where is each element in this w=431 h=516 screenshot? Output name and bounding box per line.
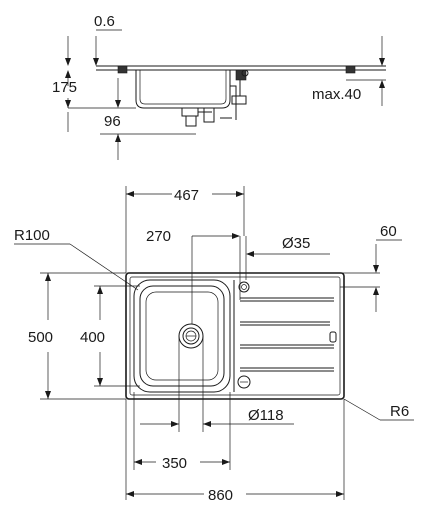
bowl-depth-dimension: 400: [80, 329, 105, 346]
bowl-centre-dimension: 467: [174, 187, 199, 204]
bowl-offset-dimension: 270: [146, 228, 171, 245]
bowl-depth-label: 175: [52, 79, 77, 96]
total-width-label: 860: [208, 487, 233, 504]
drain-depth-label: 96: [104, 113, 121, 130]
tap-hole-offset-label: 60: [380, 223, 397, 240]
tap-hole-diameter-label: Ø35: [282, 235, 310, 252]
cutout-diameter-label: Ø118: [248, 407, 284, 424]
max-thickness-label: max.40: [312, 86, 361, 103]
side-view: 0.6 175 96 max.40: [52, 13, 386, 160]
top-view: 467 270 R100 Ø35 60 500: [14, 186, 414, 504]
total-depth-label: 500: [28, 329, 53, 346]
outer-radius-label: R6: [390, 403, 409, 420]
top-thickness-label: 0.6: [94, 13, 115, 30]
corner-radius-label: R100: [14, 227, 50, 244]
bowl-width-label: 350: [162, 455, 187, 472]
